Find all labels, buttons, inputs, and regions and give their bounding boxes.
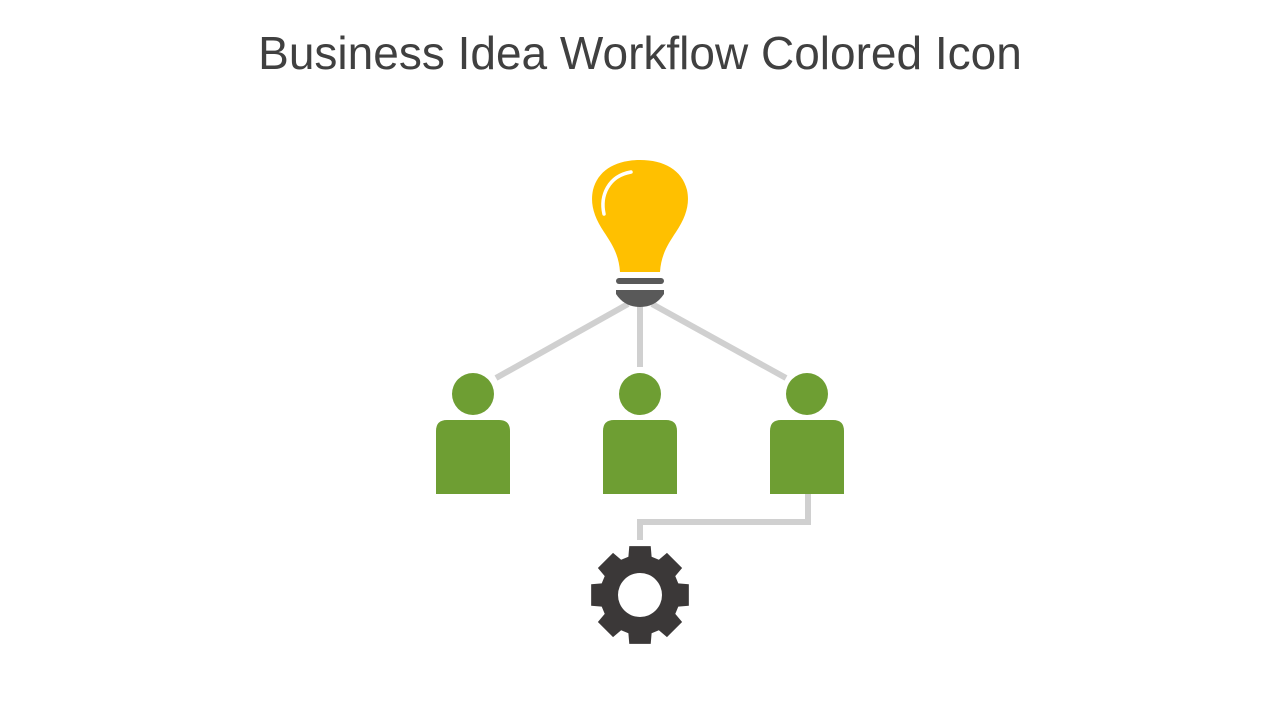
gear-icon xyxy=(591,546,689,644)
person-body xyxy=(603,420,677,494)
person-icon-right xyxy=(770,373,844,494)
person-head xyxy=(619,373,661,415)
person-icon-center xyxy=(603,373,677,494)
person-body xyxy=(436,420,510,494)
bulb-base-ring-1 xyxy=(616,278,664,284)
person-head xyxy=(452,373,494,415)
person-icon-left xyxy=(436,373,510,494)
slide-title: Business Idea Workflow Colored Icon xyxy=(258,27,1022,79)
connectors xyxy=(494,301,811,540)
connector-bulb-to-person-right xyxy=(650,301,788,381)
gear-shape xyxy=(591,546,689,644)
person-head xyxy=(786,373,828,415)
bulb-highlight xyxy=(601,170,633,216)
connector-person-right-to-gear xyxy=(637,494,811,540)
bulb-glass xyxy=(592,160,688,272)
person-body xyxy=(770,420,844,494)
lightbulb-icon xyxy=(592,160,688,307)
bulb-base-cap xyxy=(616,290,664,307)
connector-bulb-to-person-left xyxy=(494,301,630,381)
